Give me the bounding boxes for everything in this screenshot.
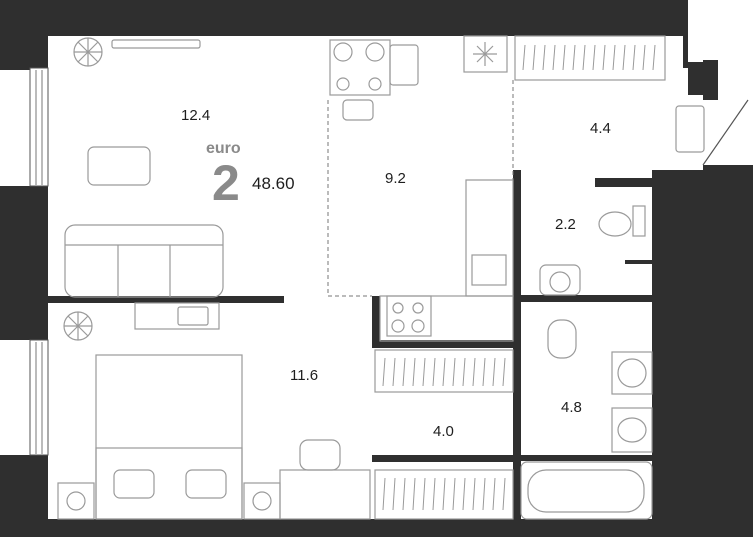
tv [111, 39, 201, 49]
windows [35, 70, 43, 454]
apartment-type: euro [206, 140, 241, 157]
wardrobe-entrance [514, 35, 666, 81]
room-area-bedroom: 11.6 [290, 367, 319, 384]
interior-walls [48, 170, 653, 524]
room-area-bathroom: 4.8 [561, 399, 582, 416]
plant-icon [73, 37, 103, 67]
zone-lines [327, 80, 514, 297]
room-area-wc: 2.2 [555, 216, 576, 233]
fridge [463, 35, 508, 73]
room-area-entrance: 4.4 [590, 120, 611, 137]
room-area-hall: 4.0 [433, 423, 454, 440]
furniture [57, 35, 749, 520]
apartment-rooms: 2 [212, 155, 240, 211]
dining-table [329, 39, 391, 96]
bathtub [520, 461, 653, 520]
hanger-lines [382, 44, 656, 511]
bed [95, 354, 243, 520]
room-area-living: 12.4 [181, 107, 211, 124]
sofa [64, 224, 224, 298]
room-area-kitchen: 9.2 [385, 170, 406, 187]
apartment-total-area: 48.60 [252, 174, 295, 193]
wardrobe-hall-top [374, 349, 514, 393]
wardrobe-hall-bottom [374, 469, 514, 520]
coffee-table [87, 146, 151, 186]
